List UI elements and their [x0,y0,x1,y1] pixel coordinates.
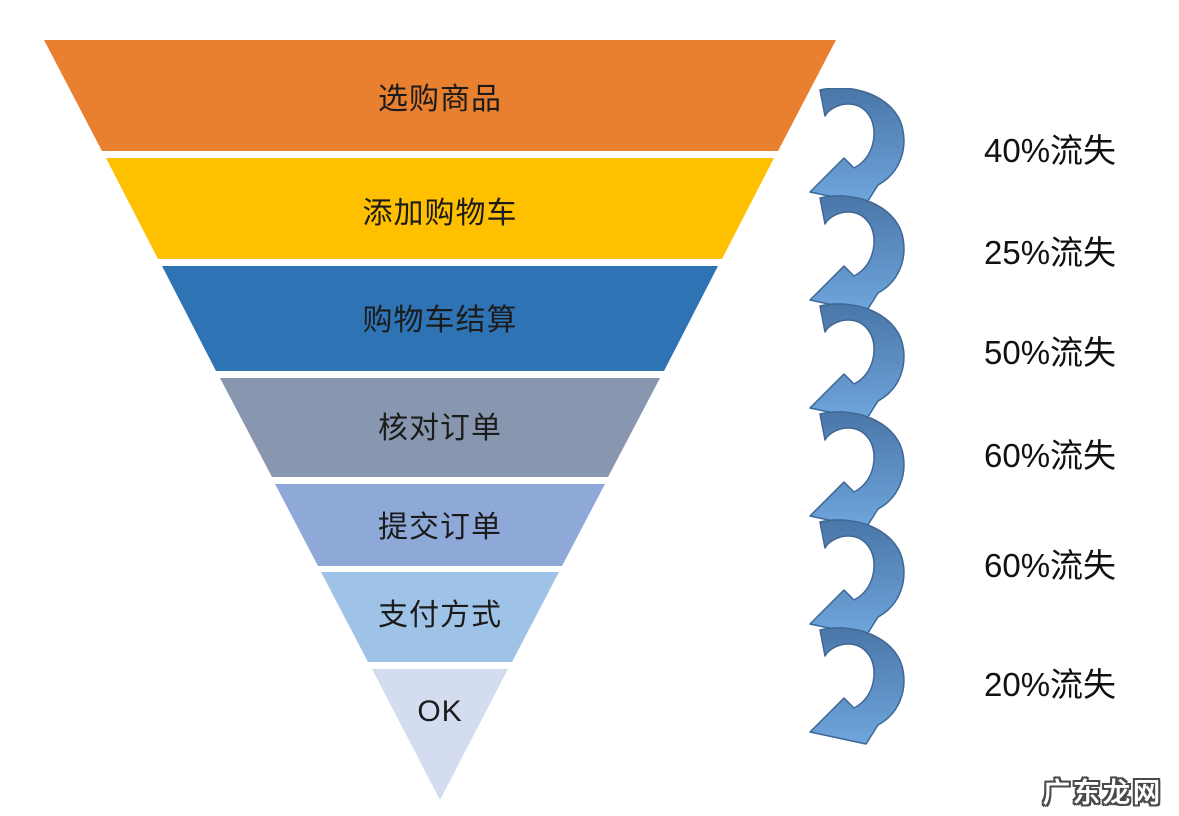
funnel-stage-label-1: 选购商品 [378,83,502,116]
loss-arrow-icon-5 [809,519,905,637]
loss-arrow-icon-3 [809,303,905,421]
loss-label-5: 60%流失 [984,547,1117,584]
funnel-stage-shape-6 [321,572,559,662]
watermark: 广东龙网 [1043,778,1163,808]
loss-arrows-chain [809,88,905,745]
loss-label-4: 60%流失 [984,437,1117,474]
loss-label-6: 20%流失 [984,666,1117,703]
loss-label-2: 25%流失 [984,234,1117,271]
funnel-stage-shape-5 [275,484,605,566]
funnel-stage-label-6: 支付方式 [378,599,502,632]
loss-label-1: 40%流失 [984,132,1117,169]
funnel-stage-label-7: OK [417,695,463,728]
funnel-stage-label-5: 提交订单 [378,511,502,544]
funnel-stage-label-2: 添加购物车 [362,197,518,230]
funnel-stage-shape-1 [44,40,836,151]
funnel-stage-label-4: 核对订单 [378,412,502,445]
loss-arrow-icon-6 [809,627,905,745]
loss-arrow-icon-2 [809,195,905,313]
funnel-stage-shape-7 [372,669,508,800]
loss-label-3: 50%流失 [984,334,1117,371]
funnel-stage-shape-2 [106,158,774,259]
funnel-stage-shape-4 [220,378,660,477]
funnel-stage-label-3: 购物车结算 [362,304,518,337]
funnel-stage-shape-3 [162,266,718,371]
loss-arrow-icon-4 [809,411,905,529]
loss-arrow-icon-1 [809,88,905,205]
